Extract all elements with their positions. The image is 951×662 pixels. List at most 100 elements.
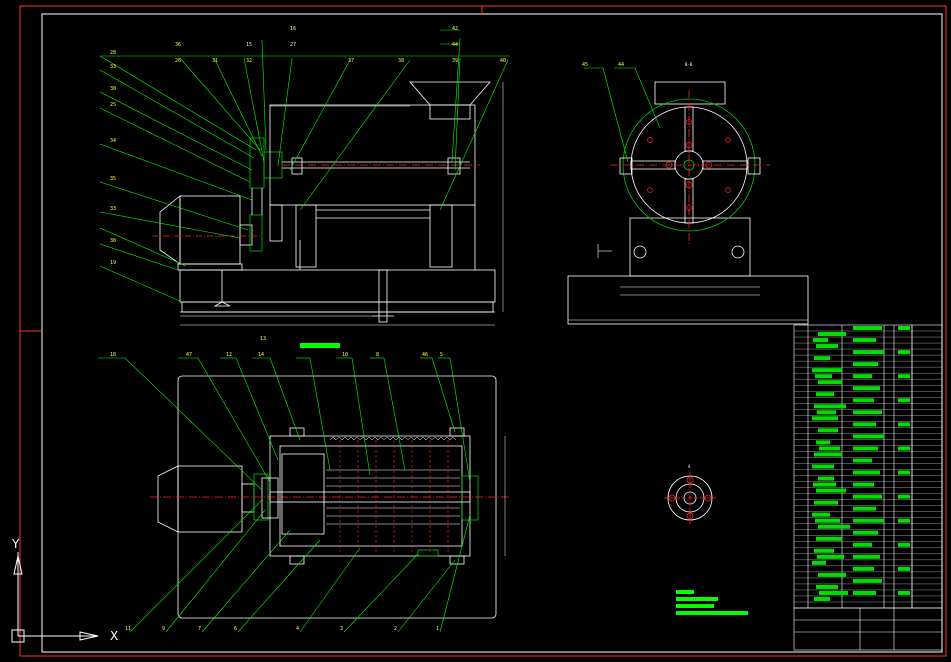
parts-row-text [898, 566, 910, 571]
top-view-callouts: 18 47 13 14 12 10 8 46 5 11 9 7 6 4 3 2 … [110, 336, 443, 632]
motor-shaft-cover [239, 224, 253, 246]
callout: 18 [110, 352, 116, 358]
parts-row-text [818, 476, 834, 481]
parts-row-text [853, 470, 880, 475]
parts-row-text [818, 428, 838, 433]
top-foot-nw [289, 427, 305, 437]
ucs-icon[interactable] [11, 552, 99, 643]
top-gear-box [281, 453, 325, 535]
callout: 19 [110, 260, 116, 266]
top-drum-inner [279, 445, 463, 547]
side-view-leaders [584, 67, 661, 163]
parts-row-text [812, 560, 826, 565]
callout: 1 [436, 626, 439, 632]
top-outlet [417, 549, 439, 557]
top-foot-ne [449, 427, 465, 437]
callout: 14 [258, 352, 264, 358]
parts-row-text [853, 326, 882, 331]
side-lug-left [619, 157, 633, 175]
parts-row-text [853, 410, 882, 415]
callout: 33 [110, 206, 116, 212]
base-frame [179, 269, 496, 303]
parts-row-text [898, 422, 910, 427]
side-base [567, 275, 809, 325]
callout: 10 [342, 352, 348, 358]
drum-housing [269, 104, 476, 206]
parts-row-text [853, 386, 880, 391]
parts-row-text [898, 374, 910, 379]
parts-row-text [818, 524, 850, 529]
callout: 30 [110, 86, 116, 92]
side-lug-right [747, 157, 761, 175]
parts-row-text [853, 506, 876, 511]
parts-row-text [898, 542, 910, 547]
motor-body [179, 195, 241, 265]
ucs-origin-box [11, 629, 25, 643]
motor-base [177, 263, 243, 271]
top-view[interactable] [150, 375, 510, 619]
ucs-y-arrow [13, 555, 23, 575]
top-coupling [241, 483, 255, 513]
parts-row-text [853, 494, 882, 499]
top-foot-sw [289, 555, 305, 565]
front-view[interactable] [152, 81, 504, 326]
parts-row-text [814, 452, 842, 457]
bolt-right [731, 245, 745, 259]
parts-row-text [819, 590, 848, 595]
callout: 47 [186, 352, 192, 358]
callout-45: 45 [582, 62, 588, 68]
callout: 33 [110, 64, 116, 70]
parts-list[interactable] [793, 324, 943, 651]
parts-row-text [815, 374, 832, 379]
parts-list-rows [794, 326, 942, 603]
ucs-x-arrow [79, 631, 99, 641]
parts-row-text [813, 338, 828, 343]
parts-row-text [853, 422, 876, 427]
parts-row-text [813, 482, 836, 487]
parts-row-text [816, 440, 830, 445]
parts-row-text [818, 572, 846, 577]
drum-outlet [269, 204, 283, 242]
callout: 46 [422, 352, 428, 358]
parts-row-text [898, 398, 910, 403]
callout: 3 [340, 626, 343, 632]
callout: 4 [296, 626, 299, 632]
parts-row-text [812, 368, 842, 373]
top-view-blade-stations [339, 440, 449, 552]
detail-a[interactable] [664, 472, 716, 524]
callout: 2 [394, 626, 397, 632]
side-view[interactable] [567, 81, 809, 325]
parts-row-text [853, 434, 884, 439]
parts-row-text [853, 374, 872, 379]
top-shaft [269, 491, 471, 503]
top-view-teeth [329, 436, 457, 441]
callout: 32 [246, 58, 252, 64]
callout: 35 [110, 176, 116, 182]
parts-row-text [898, 350, 910, 355]
parts-row-text [853, 362, 878, 367]
parts-row-text [898, 446, 910, 451]
callout: 27 [290, 42, 296, 48]
parts-row-text [817, 554, 844, 559]
parts-row-text [853, 446, 878, 451]
callout: 36 [175, 42, 181, 48]
parts-row-text [898, 470, 910, 475]
callout: 13 [260, 336, 266, 342]
callout: 37 [348, 58, 354, 64]
green-marker-bar [300, 343, 340, 348]
callout: 31 [212, 58, 218, 64]
parts-row-text [853, 566, 874, 571]
small-pulley [249, 214, 263, 252]
callout: 16 [290, 26, 296, 32]
callout: 38 [110, 238, 116, 244]
bearing-right [447, 157, 461, 175]
callout: 34 [110, 138, 116, 144]
top-foot-se [449, 555, 465, 565]
ucs-x-label: X [110, 629, 118, 643]
top-view-leaders [98, 357, 471, 633]
parts-row-text [816, 536, 842, 541]
callout: 40 [500, 58, 506, 64]
feed-hopper [409, 81, 491, 106]
callout: 39 [452, 58, 458, 64]
